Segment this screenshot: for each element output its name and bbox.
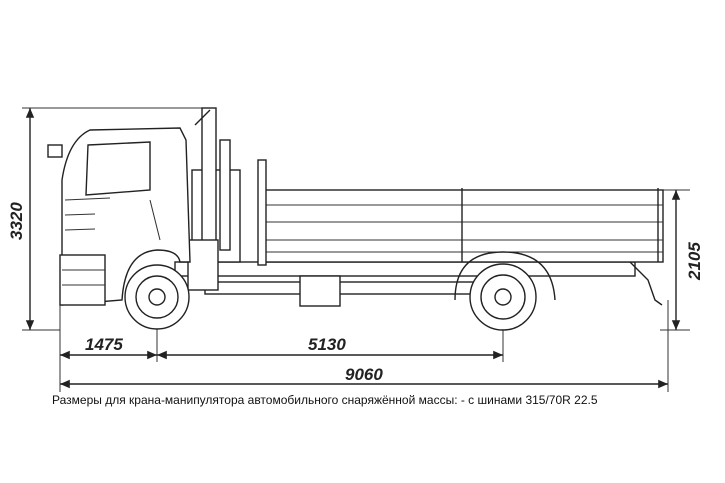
rear-wheel (469, 263, 537, 331)
dim-overall-length: 9060 (345, 365, 383, 384)
caption: Размеры для крана-манипулятора автомобил… (52, 393, 598, 407)
cargo-bed (257, 159, 664, 266)
dim-overall-height: 3320 (7, 202, 26, 240)
cab (47, 127, 191, 306)
dim-front-overhang: 1475 (85, 335, 123, 354)
dim-platform-height: 2105 (685, 242, 704, 281)
dim-wheelbase: 5130 (308, 335, 346, 354)
dimension-lines (25, 108, 681, 389)
crane (187, 107, 241, 291)
truck (47, 107, 664, 331)
front-wheel (124, 264, 190, 330)
